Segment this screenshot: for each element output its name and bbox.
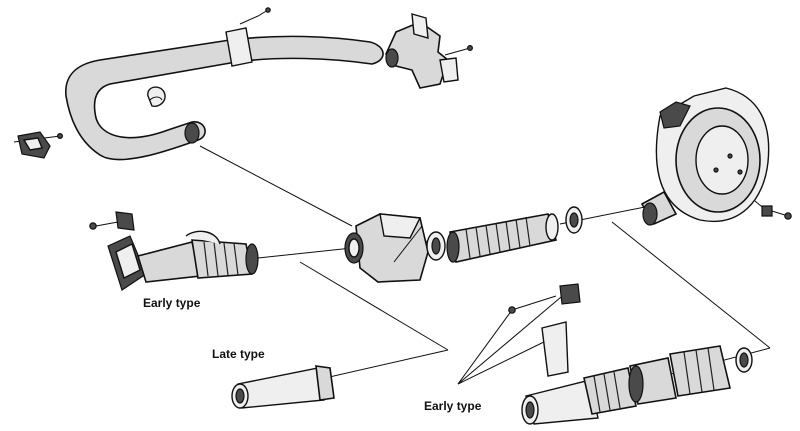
late-type-label: Late type <box>212 347 265 361</box>
early-type-label-left: Early type <box>143 296 201 310</box>
hose-clip-upper <box>147 86 166 107</box>
y-connector <box>385 13 474 89</box>
early-type-outlet-left <box>89 211 259 291</box>
hose-clamp-center <box>426 231 446 261</box>
center-flex-hose <box>446 213 559 263</box>
hose-clamp-right <box>565 206 583 234</box>
left-clamp-bracket <box>17 131 63 159</box>
early-type-outlet-right <box>508 283 753 425</box>
upper-heater-duct <box>65 7 384 161</box>
late-type-nozzle <box>231 365 335 409</box>
heater-core-housing <box>640 87 792 226</box>
early-type-label-right: Early type <box>424 399 482 413</box>
junction-box <box>344 213 429 283</box>
